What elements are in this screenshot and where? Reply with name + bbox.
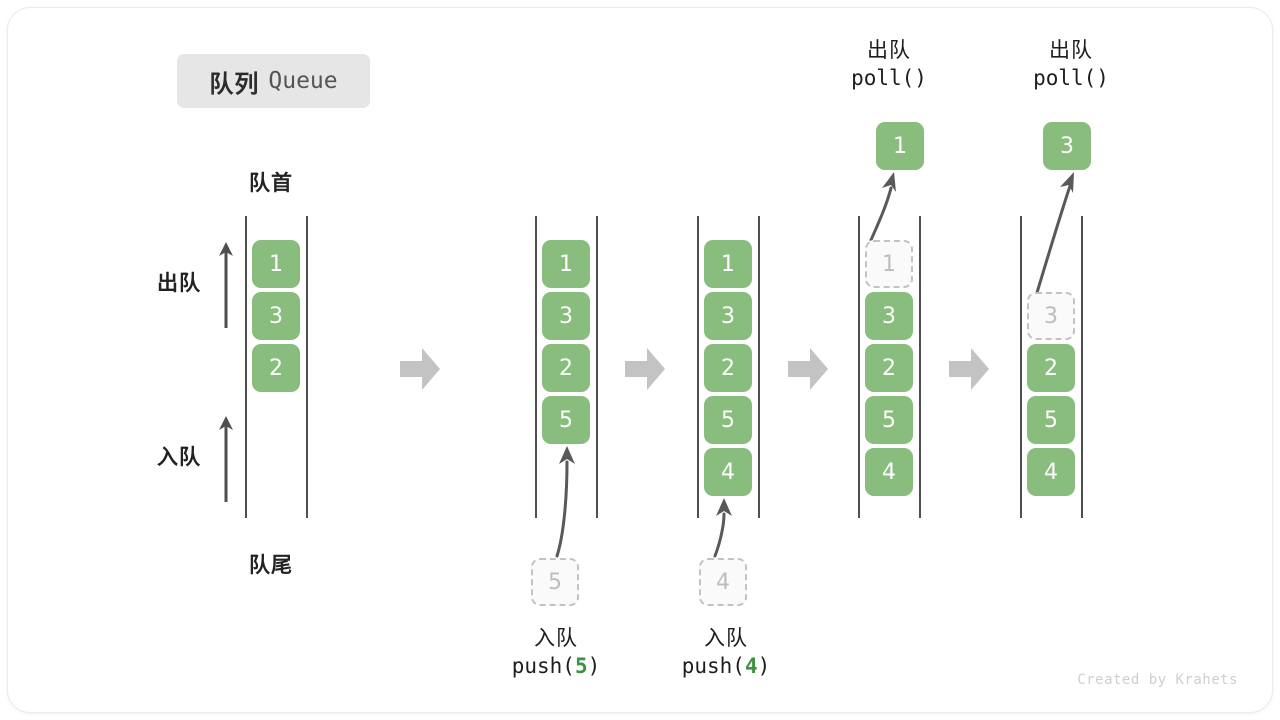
- queue-tail-label: 队尾: [249, 554, 293, 577]
- push-5-motion-arrow-icon: [555, 446, 575, 558]
- push-4-label: 入队 push(4): [626, 626, 826, 681]
- queue-rail-right-3: [758, 216, 760, 518]
- poll-1-label-cn: 出队: [867, 39, 911, 62]
- queue-cell: 4: [1027, 448, 1075, 496]
- queue-rail-left-3: [697, 216, 699, 518]
- queue-cell-ghost: 1: [865, 240, 913, 288]
- queue-cell: 4: [704, 448, 752, 496]
- poll-2-label-code: poll(): [1033, 66, 1109, 91]
- queue-cell: 3: [252, 292, 300, 340]
- push-4-motion-arrow-icon: [713, 498, 732, 558]
- poll-2-label: 出队 poll(): [996, 38, 1146, 93]
- push-4-arg: 4: [744, 654, 758, 679]
- queue-cell: 5: [865, 396, 913, 444]
- queue-cell: 4: [865, 448, 913, 496]
- push-4-label-cn: 入队: [704, 627, 748, 650]
- queue-rail-right-4: [919, 216, 921, 518]
- flow-chevron-icon: [788, 348, 828, 390]
- title-cn: 队列: [209, 70, 260, 98]
- push-5-fn-close: ): [587, 654, 601, 679]
- queue-cell: 2: [542, 344, 590, 392]
- flow-chevron-icon: [625, 348, 665, 390]
- push-5-label-code: push(5): [456, 652, 656, 680]
- queue-cell: 3: [704, 292, 752, 340]
- push-5-arg: 5: [574, 654, 588, 679]
- flow-chevron-icon: [949, 348, 989, 390]
- poll-1-label-code: poll(): [851, 66, 927, 91]
- push-4-label-code: push(4): [626, 652, 826, 680]
- queue-head-label: 队首: [249, 172, 293, 195]
- queue-cell: 2: [704, 344, 752, 392]
- poll-2-result-cell: 3: [1043, 122, 1091, 170]
- queue-cell: 3: [865, 292, 913, 340]
- enqueue-direction-label: 入队: [157, 446, 201, 469]
- push-5-label: 入队 push(5): [456, 626, 656, 681]
- queue-cell: 5: [704, 396, 752, 444]
- push-4-fn-close: ): [757, 654, 771, 679]
- queue-rail-right-2: [596, 216, 598, 518]
- queue-rail-right-5: [1081, 216, 1083, 518]
- push-5-fn: push(: [511, 654, 575, 679]
- push-5-label-cn: 入队: [534, 627, 578, 650]
- attribution-footer: Created by Krahets: [1077, 672, 1238, 688]
- queue-rail-left-5: [1020, 216, 1022, 518]
- poll-1-label: 出队 poll(): [814, 38, 964, 93]
- title-badge: 队列 Queue: [177, 54, 370, 108]
- poll-1-motion-arrow-icon: [869, 172, 896, 242]
- queue-cell: 2: [252, 344, 300, 392]
- queue-cell: 1: [252, 240, 300, 288]
- poll-2-label-cn: 出队: [1049, 39, 1093, 62]
- enqueue-direction-arrow-icon: [219, 416, 233, 502]
- push-4-ghost-cell: 4: [699, 558, 747, 606]
- poll-1-result-cell: 1: [876, 122, 924, 170]
- queue-cell: 2: [865, 344, 913, 392]
- push-5-ghost-cell: 5: [531, 558, 579, 606]
- queue-rail-left-2: [535, 216, 537, 518]
- queue-cell: 5: [542, 396, 590, 444]
- queue-cell: 1: [542, 240, 590, 288]
- poll-2-motion-arrow-icon: [1034, 172, 1074, 298]
- queue-cell: 5: [1027, 396, 1075, 444]
- queue-cell: 1: [704, 240, 752, 288]
- queue-cell: 2: [1027, 344, 1075, 392]
- flow-chevron-icon: [400, 348, 440, 390]
- push-4-fn: push(: [681, 654, 745, 679]
- dequeue-direction-label: 出队: [157, 272, 201, 295]
- title-en: Queue: [268, 68, 338, 94]
- dequeue-direction-arrow-icon: [219, 242, 233, 328]
- queue-rail-left-1: [245, 216, 247, 518]
- queue-cell: 3: [542, 292, 590, 340]
- queue-rail-right-1: [306, 216, 308, 518]
- queue-rail-left-4: [858, 216, 860, 518]
- queue-cell-ghost: 3: [1027, 292, 1075, 340]
